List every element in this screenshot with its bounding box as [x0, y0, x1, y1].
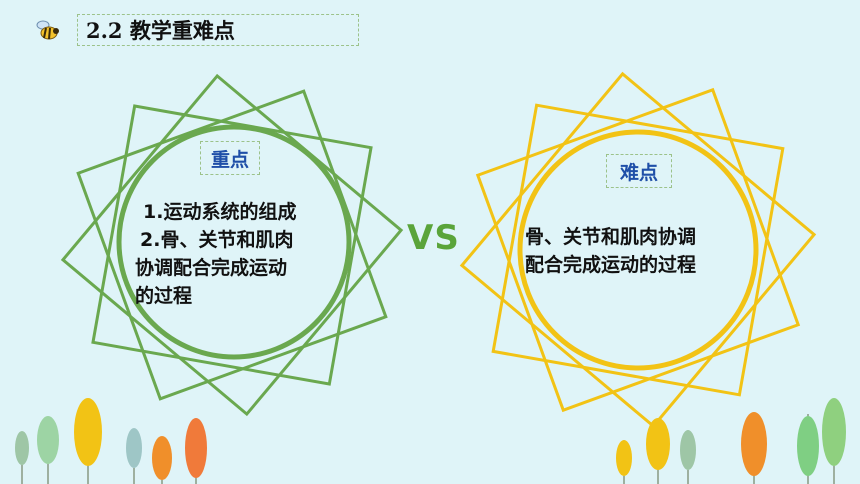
leaves-left	[15, 398, 207, 484]
leaf-icon	[74, 398, 102, 466]
leaf-icon	[126, 428, 142, 468]
leaf-icon	[797, 416, 819, 476]
left-circle	[116, 124, 352, 360]
leaves-right	[616, 398, 846, 484]
bee-icon	[36, 20, 59, 40]
leaf-icon	[185, 418, 207, 478]
leaf-icon	[37, 416, 59, 464]
right-square-1	[491, 103, 785, 397]
leaf-icon	[741, 412, 767, 476]
right-square-3	[475, 87, 801, 413]
difficult-point-line: 配合完成运动的过程	[525, 254, 697, 276]
key-point-line: 2.骨、关节和肌肉	[140, 229, 294, 251]
leaf-icon	[15, 431, 29, 465]
key-points-text: 1.运动系统的组成 2.骨、关节和肌肉 协调配合完成运动 的过程	[135, 198, 355, 310]
difficult-points-label: 难点	[606, 154, 672, 188]
section-title-text: 2.2 教学重难点	[86, 18, 235, 43]
section-title: 2.2 教学重难点	[77, 14, 359, 46]
right-square-2	[459, 71, 817, 429]
key-point-line: 的过程	[135, 285, 193, 307]
difficult-point-line: 骨、关节和肌肉协调	[525, 226, 697, 248]
right-circle	[517, 129, 759, 371]
key-point-line: 1.运动系统的组成	[143, 201, 297, 223]
leaf-icon	[646, 418, 670, 470]
key-points-label-text: 重点	[210, 148, 249, 171]
versus-text: VS	[407, 218, 460, 258]
key-points-label: 重点	[200, 141, 260, 175]
leaf-icon	[152, 436, 172, 480]
key-point-line: 协调配合完成运动	[135, 257, 288, 279]
difficult-points-label-text: 难点	[619, 161, 658, 184]
right-star-frame	[459, 71, 817, 429]
leaf-icon	[822, 398, 846, 466]
leaf-icon	[680, 430, 696, 470]
leaf-icon	[616, 440, 632, 476]
difficult-points-text: 骨、关节和肌肉协调 配合完成运动的过程	[525, 223, 765, 279]
